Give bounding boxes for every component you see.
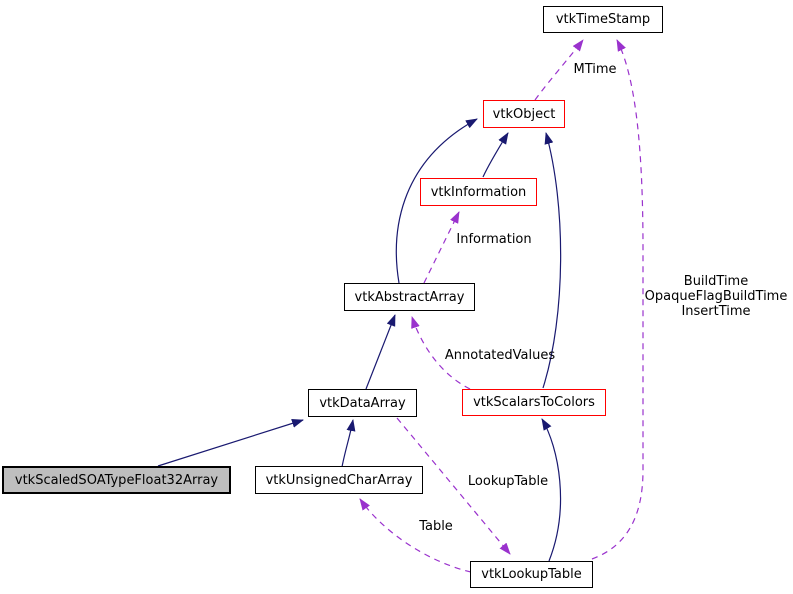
node-vtkunsignedchararray[interactable]: vtkUnsignedCharArray xyxy=(255,466,423,494)
edge-label-buildtime-group: BuildTime OpaqueFlagBuildTime InsertTime xyxy=(645,274,788,319)
edge-usage-information xyxy=(423,211,460,284)
edge-usage-mtime xyxy=(534,39,584,101)
node-vtktimestamp[interactable]: vtkTimeStamp xyxy=(543,6,663,33)
edge-usage-lookuptable xyxy=(396,417,511,555)
node-vtkscaledsoatypefloat32array: vtkScaledSOATypeFloat32Array xyxy=(2,466,231,494)
edge-inherit-vtkscalarstocolors-to-vtkobject xyxy=(542,132,562,389)
edge-inherit-vtkabstractarray-to-vtkobject xyxy=(395,118,478,284)
edge-label-table: Table xyxy=(419,519,453,534)
edge-inherit-vtkdataarray-to-vtkabstractarray xyxy=(365,314,396,390)
edge-label-buildtime: BuildTime xyxy=(683,274,749,289)
edge-usage-annotatedvalues xyxy=(411,316,471,390)
node-vtkabstractarray[interactable]: vtkAbstractArray xyxy=(344,283,475,311)
edge-label-opaqueflagbuildtime: OpaqueFlagBuildTime xyxy=(644,289,788,304)
node-label: vtkScaledSOATypeFloat32Array xyxy=(14,472,219,488)
edge-label-mtime: MTime xyxy=(573,62,617,77)
edge-label-lookuptable: LookupTable xyxy=(467,474,549,489)
node-label: vtkUnsignedCharArray xyxy=(265,472,413,488)
edge-inherit-vtkunsignedchararray-to-vtkdataarray xyxy=(341,419,356,468)
edge-label-information: Information xyxy=(456,232,532,247)
node-label: vtkScalarsToColors xyxy=(473,395,595,410)
edge-label-inserttime: InsertTime xyxy=(681,304,751,319)
node-vtkdataarray[interactable]: vtkDataArray xyxy=(308,389,417,417)
node-label: vtkLookupTable xyxy=(481,567,582,582)
node-vtkobject[interactable]: vtkObject xyxy=(483,100,565,128)
node-label: vtkInformation xyxy=(430,184,527,200)
node-label: vtkDataArray xyxy=(319,395,406,411)
edge-usage-table xyxy=(359,498,472,573)
edge-usage-buildtime xyxy=(591,39,644,560)
node-vtklookuptable[interactable]: vtkLookupTable xyxy=(470,561,593,588)
node-vtkinformation[interactable]: vtkInformation xyxy=(420,178,537,206)
edge-inherit-vtkinformation-to-vtkobject xyxy=(482,132,509,178)
node-vtkscalarstocolors[interactable]: vtkScalarsToColors xyxy=(462,389,606,416)
node-label: vtkObject xyxy=(492,106,556,122)
edge-label-annotatedvalues: AnnotatedValues xyxy=(444,348,556,363)
edge-inherit-vtkscaledsoatypefloat32array-to-vtkdataarray xyxy=(157,419,304,467)
node-label: vtkAbstractArray xyxy=(354,289,465,305)
edge-inherit-vtklookuptable-to-vtkscalarstocolors xyxy=(541,418,562,562)
node-label: vtkTimeStamp xyxy=(555,12,651,27)
